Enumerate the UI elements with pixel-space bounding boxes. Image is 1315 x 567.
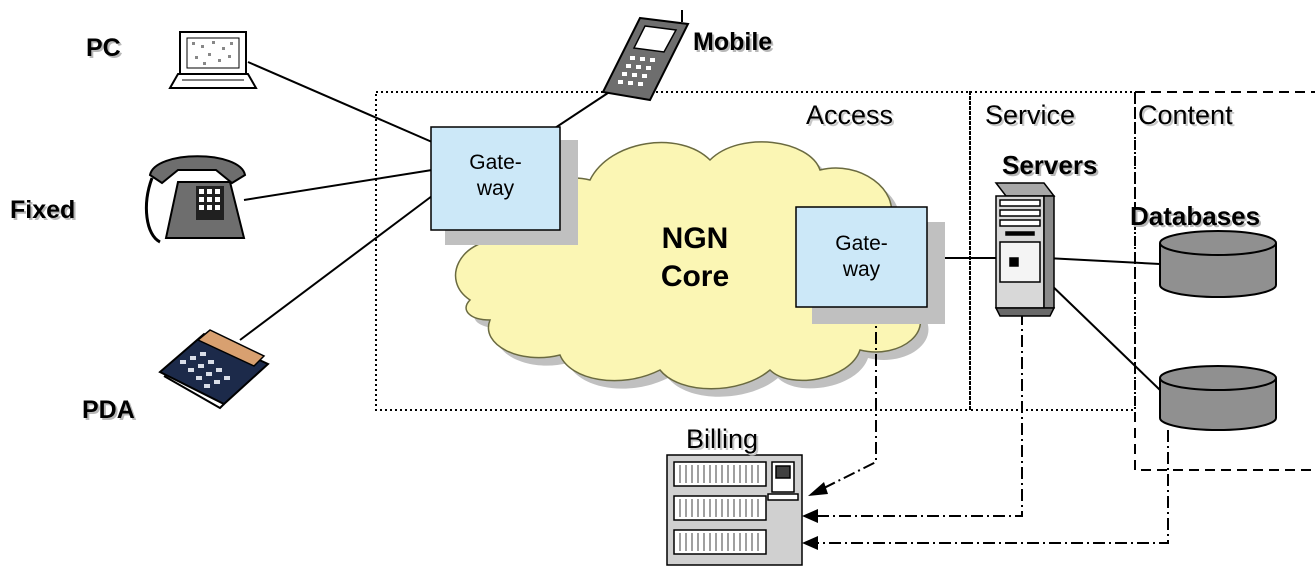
service-region-box bbox=[969, 91, 1136, 411]
mobile-label: Mobile bbox=[693, 28, 773, 56]
gateway-left-label: Gate- way bbox=[431, 150, 560, 202]
gateway-right-line2: way bbox=[842, 258, 881, 281]
pda-label: PDA bbox=[82, 396, 135, 424]
gateway-right bbox=[795, 206, 945, 324]
gateway-left-line2: way bbox=[476, 177, 515, 200]
database-top-icon bbox=[1159, 230, 1277, 298]
servers-label: Servers bbox=[1002, 150, 1098, 180]
databases-label: Databases bbox=[1130, 201, 1261, 231]
access-region-box bbox=[375, 91, 971, 411]
gateway-left bbox=[430, 126, 578, 245]
ngn-core-label: NGN Core bbox=[640, 220, 750, 296]
content-region-box bbox=[1134, 91, 1315, 471]
fixed-label: Fixed bbox=[10, 196, 76, 224]
gateway-left-line1: Gate- bbox=[469, 151, 522, 174]
service-region-label: Service bbox=[985, 100, 1076, 130]
billing-arrowheads bbox=[802, 482, 828, 550]
telephone-icon bbox=[145, 155, 247, 244]
pc-label: PC bbox=[86, 34, 121, 62]
ngn-core-line1: NGN bbox=[661, 222, 729, 255]
server-tower-icon bbox=[994, 182, 1056, 317]
gateway-right-line1: Gate- bbox=[835, 232, 888, 255]
access-region-label: Access bbox=[806, 100, 894, 130]
content-region-label: Content bbox=[1138, 100, 1233, 130]
billing-links bbox=[812, 310, 1169, 544]
billing-mainframe-icon bbox=[666, 454, 803, 566]
mobile-icon bbox=[601, 10, 690, 102]
pc-icon bbox=[168, 31, 258, 89]
database-bottom-icon bbox=[1159, 365, 1277, 431]
ngn-core-line2: Core bbox=[660, 260, 730, 293]
billing-label: Billing bbox=[686, 424, 759, 454]
gateway-right-label: Gate- way bbox=[796, 231, 927, 283]
pda-icon bbox=[158, 329, 270, 410]
